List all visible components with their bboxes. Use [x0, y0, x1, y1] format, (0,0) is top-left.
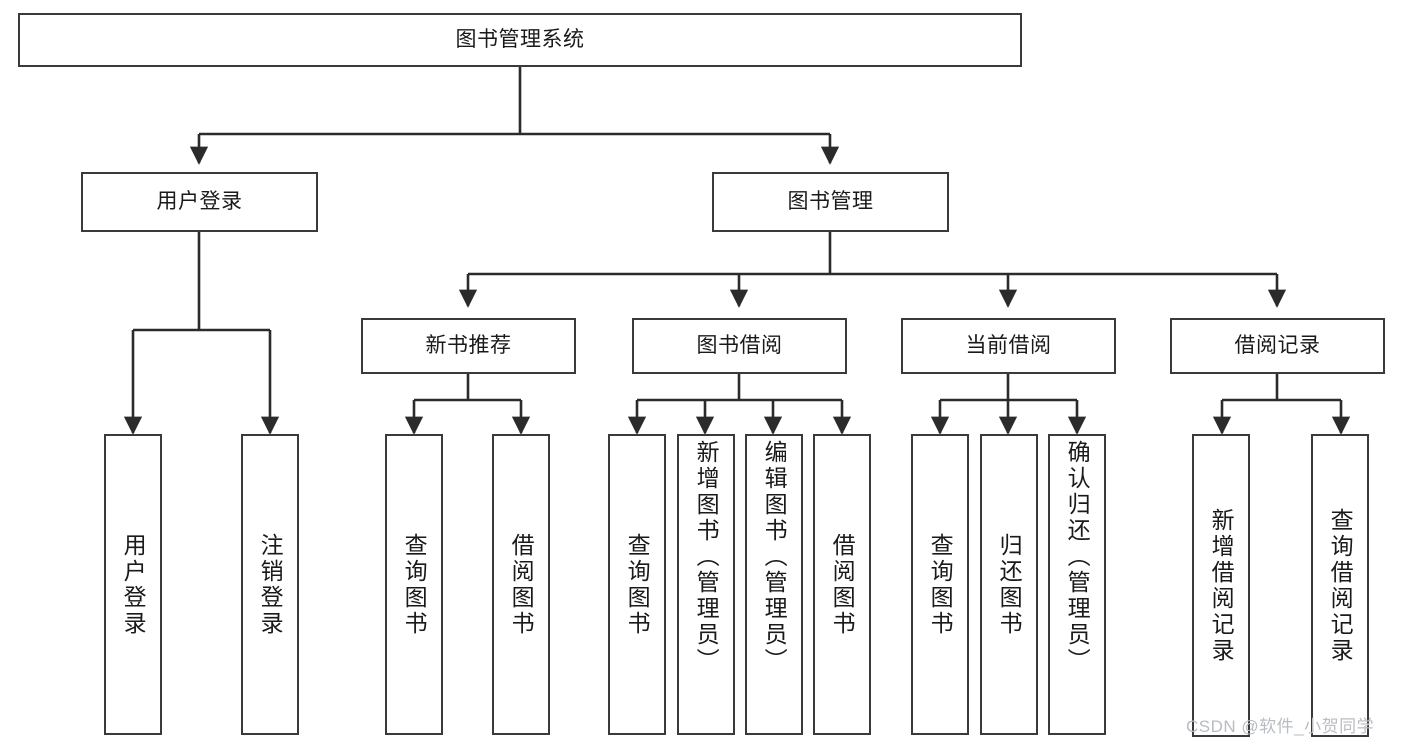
leaf-return-book-label: 归还图书	[996, 532, 1023, 637]
leaf-query-book-recommend-label: 查询图书	[401, 532, 428, 637]
node-root[interactable]: 图书管理系统	[18, 13, 1022, 67]
watermark-text: CSDN @软件_小贺同学	[1186, 717, 1375, 736]
leaf-edit-book-admin[interactable]: 编辑图书（管理员）	[745, 434, 803, 735]
leaf-user-login[interactable]: 用户登录	[104, 434, 162, 735]
leaf-query-borrow-record-label: 查询借阅记录	[1327, 507, 1354, 664]
leaf-add-book-admin[interactable]: 新增图书（管理员）	[677, 434, 735, 735]
leaf-user-login-label: 用户登录	[120, 532, 147, 637]
node-borrow-record-label: 借阅记录	[1234, 333, 1321, 357]
leaf-borrow-book-recommend-label: 借阅图书	[508, 532, 535, 637]
leaf-query-book-borrow-label: 查询图书	[624, 532, 651, 637]
leaf-add-borrow-record[interactable]: 新增借阅记录	[1192, 434, 1250, 737]
node-user-login[interactable]: 用户登录	[81, 172, 318, 232]
leaf-edit-book-admin-label: 编辑图书（管理员）	[761, 440, 788, 674]
leaf-logout-label: 注销登录	[257, 532, 284, 637]
node-book-management-label: 图书管理	[787, 189, 874, 213]
leaf-borrow-book-borrow-label: 借阅图书	[829, 532, 856, 637]
leaf-query-book-recommend[interactable]: 查询图书	[385, 434, 443, 735]
leaf-logout[interactable]: 注销登录	[241, 434, 299, 735]
leaf-borrow-book-recommend[interactable]: 借阅图书	[492, 434, 550, 735]
node-user-login-label: 用户登录	[156, 189, 243, 213]
node-current-borrow-label: 当前借阅	[965, 333, 1052, 357]
node-book-management[interactable]: 图书管理	[712, 172, 949, 232]
leaf-add-borrow-record-label: 新增借阅记录	[1208, 507, 1235, 664]
leaf-query-borrow-record[interactable]: 查询借阅记录	[1311, 434, 1369, 737]
node-new-book-recommend[interactable]: 新书推荐	[361, 318, 576, 374]
leaf-add-book-admin-label: 新增图书（管理员）	[693, 440, 720, 674]
leaf-borrow-book-borrow[interactable]: 借阅图书	[813, 434, 871, 735]
leaf-return-book[interactable]: 归还图书	[980, 434, 1038, 735]
node-borrow-record[interactable]: 借阅记录	[1170, 318, 1385, 374]
leaf-query-book-current[interactable]: 查询图书	[911, 434, 969, 735]
node-new-book-recommend-label: 新书推荐	[425, 333, 512, 357]
node-current-borrow[interactable]: 当前借阅	[901, 318, 1116, 374]
leaf-confirm-return-admin[interactable]: 确认归还（管理员）	[1048, 434, 1106, 735]
leaf-confirm-return-admin-label: 确认归还（管理员）	[1064, 440, 1091, 674]
leaf-query-book-borrow[interactable]: 查询图书	[608, 434, 666, 735]
node-book-borrow-label: 图书借阅	[696, 333, 783, 357]
leaf-query-book-current-label: 查询图书	[927, 532, 954, 637]
node-root-label: 图书管理系统	[455, 27, 585, 51]
node-book-borrow[interactable]: 图书借阅	[632, 318, 847, 374]
